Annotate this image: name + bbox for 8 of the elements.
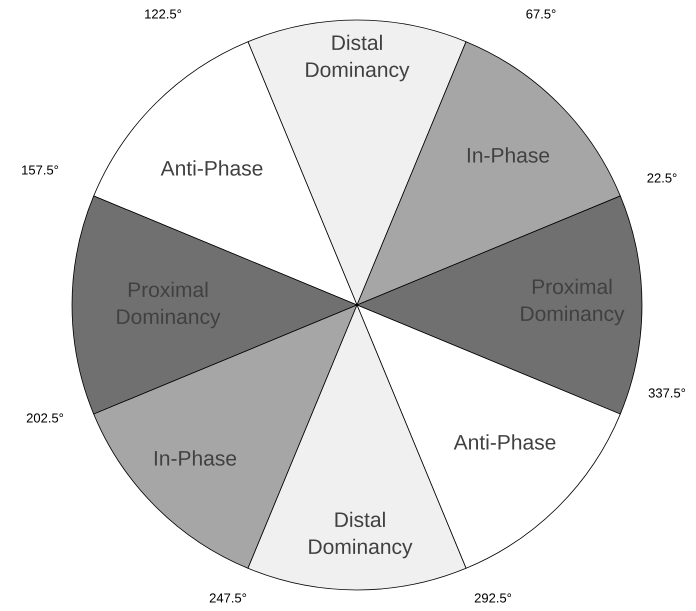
angle-label: 292.5°: [474, 593, 512, 603]
angle-label: 157.5°: [22, 165, 58, 175]
angle-label: 122.5°: [145, 9, 182, 19]
angle-label: 202.5°: [26, 413, 64, 423]
angle-label: 22.5°: [647, 173, 676, 183]
angle-label: 337.5°: [648, 388, 686, 398]
angle-label: 67.5°: [526, 9, 556, 19]
angle-label: 247.5°: [210, 593, 246, 603]
